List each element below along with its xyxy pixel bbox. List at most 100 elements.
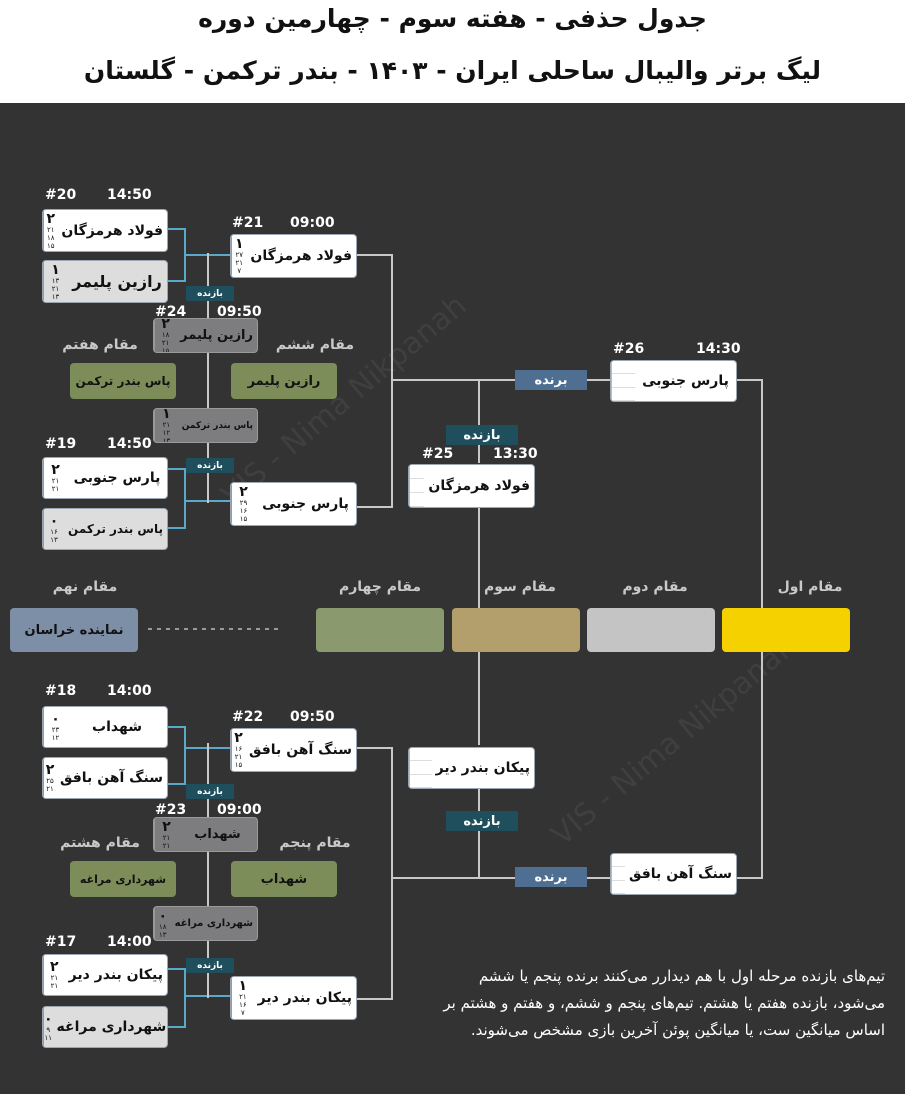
team-box[interactable]: سنگ آهن بافق [610,853,737,895]
sets-won: ۰ [158,907,168,924]
match-time: 14:00 [107,934,152,950]
set-score: ۱۸ [159,922,167,931]
header: جدول حذفی - هفته سوم - چهارمین دوره لیگ … [0,0,905,103]
match-time: 14:30 [696,341,741,357]
place-box-eighth[interactable]: شهرداری مراغه [70,861,176,897]
team-name: شهرداری مراغه [56,1019,167,1035]
match-number: #17 [45,934,77,950]
place-label-second: مقام دوم [622,579,688,595]
place-label-sixth: مقام ششم [275,337,355,353]
sets-won: ۱ [238,978,248,994]
set-score: ۲۷ [235,251,243,259]
match-number: #22 [232,709,264,725]
set-score: ۲۱ [162,841,171,850]
team-box[interactable]: ۲ ۲۵ ۲۱ سنگ آهن بافق [42,757,168,799]
team-box[interactable]: پارس جنوبی [610,360,737,402]
score-cell [409,465,425,507]
team-name: شهداب [194,827,241,842]
team-box[interactable]: ۰ ۱۸ ۱۳ شهرداری مراغه [153,906,258,941]
score-cell: ۲ ۲۵ ۲۱ [43,758,56,798]
team-box[interactable]: ۰ ۱۶ ۱۳ پاس بندر ترکمن [42,508,168,550]
place-label-first: مقام اول [777,579,843,595]
header-subtitle: لیگ برتر والیبال ساحلی ایران - ۱۴۰۳ - بن… [83,56,822,85]
match-number: #18 [45,683,77,699]
team-name: شهداب [92,719,142,735]
team-name: سنگ آهن بافق [249,742,352,758]
sets-won: ۰ [49,513,59,529]
set-score: ۲۱ [51,485,60,493]
place-box-third[interactable] [452,608,580,652]
match-number: #21 [232,215,264,231]
set-score: ۱۵ [234,761,243,769]
set-score: ۱۸ [46,233,55,242]
team-name: رازین پلیمر [180,328,253,343]
team-box[interactable]: ۲ ۱۶ ۲۱ ۱۵ سنگ آهن بافق [230,728,357,772]
team-box[interactable]: ۱ ۱۳ ۲۱ ۱۳ رازین پلیمر [42,260,168,303]
sets-won: ۱ [51,261,60,278]
set-score: ۱۵ [161,346,170,353]
set-score: ۱۶ [50,528,58,536]
team-name: شهرداری مراغه [174,918,253,929]
match-number: #25 [422,446,454,462]
sets-won: ۲ [51,462,60,478]
score-cell [409,748,432,788]
match-time: 09:00 [290,215,335,231]
score-cell: ۱ ۲۱ ۱۲ ۱۳ [154,409,178,442]
set-score: ۲۱ [235,259,243,267]
team-box[interactable]: ۲ ۱۸ ۲۱ ۱۵ رازین پلیمر [153,318,258,353]
set-score: ۱۶ [239,1001,247,1009]
team-box[interactable]: ۱ ۲۷ ۲۱ ۷ فولاد هرمزگان [230,234,357,278]
place-box-fifth[interactable]: شهداب [231,861,337,897]
match-time: 14:00 [107,683,152,699]
place-box-sixth[interactable]: رازین پلیمر [231,363,337,399]
set-score: ۲۱ [161,338,170,347]
team-name: پیکان بندر دیر [257,990,352,1006]
place-box-fourth[interactable] [316,608,444,652]
score-cell: ۲ ۱۶ ۲۱ ۱۵ [231,729,245,771]
match-time: 14:50 [107,436,152,452]
set-score: ۲۱ [162,833,171,842]
match-number: #26 [613,341,645,357]
loser-tag: بازنده [186,784,234,799]
team-box[interactable]: ۲ ۲۱ ۲۱ شهداب [153,817,258,852]
place-label-eighth: مقام هشتم [60,835,140,851]
team-name: فولاد هرمزگان [428,478,530,494]
team-box[interactable]: پیکان بندر دیر [408,747,535,789]
winner-tag: برنده [515,370,587,390]
set-score: ۷ [240,1009,245,1017]
sets-won: ۲ [50,959,59,975]
score-cell: ۲ ۲۱ ۲۱ [43,458,67,498]
team-box[interactable]: ۲ ۲۱ ۱۸ ۱۵ فولاد هرمزگان [42,209,168,252]
team-box[interactable]: فولاد هرمزگان [408,464,535,508]
set-score: ۱۲ [162,428,171,437]
place-box-seventh[interactable]: پاس بندر ترکمن [70,363,176,399]
place-label-third: مقام سوم [484,579,556,595]
place-box-second[interactable] [587,608,715,652]
team-name: پارس جنوبی [73,470,161,486]
header-title: جدول حذفی - هفته سوم - چهارمین دوره [198,4,707,33]
team-box[interactable]: ۲ ۲۹ ۱۶ ۱۵ پارس جنوبی [230,482,357,526]
team-name: فولاد هرمزگان [250,248,352,264]
team-box[interactable]: ۲ ۲۱ ۲۱ پارس جنوبی [42,457,168,499]
set-score: ۲۱ [46,785,54,793]
team-box[interactable]: ۱ ۲۱ ۱۶ ۷ پیکان بندر دیر [230,976,357,1020]
set-score: ۲۱ [234,753,243,761]
set-score: ۲۱ [50,982,59,990]
match-number: #19 [45,436,77,452]
score-cell: ۲ ۲۱ ۲۱ [154,818,178,851]
bracket-board: VIS - Nima Nikpanah VIS - Nima Nikpanah [0,103,905,1094]
place-box-first[interactable] [722,608,850,652]
team-box[interactable]: ۰ ۲۳ ۱۲ شهداب [42,706,168,748]
team-box[interactable]: ۰ ۹ ۱۱ شهرداری مراغه [42,1006,168,1048]
score-cell: ۰ ۲۳ ۱۲ [43,707,67,747]
score-cell: ۱ ۲۱ ۱۶ ۷ [231,977,254,1019]
team-box[interactable]: ۲ ۲۱ ۲۱ پیکان بندر دیر [42,954,168,996]
place-label-fourth: مقام چهارم [338,579,422,595]
place-label-seventh: مقام هفتم [62,337,138,353]
loser-tag: بازنده [446,425,518,445]
team-box[interactable]: ۱ ۲۱ ۱۲ ۱۳ پاس بندر ترکمن [153,408,258,443]
place-box-ninth[interactable]: نماینده خراسان [10,608,138,652]
score-cell [611,361,635,401]
match-time: 14:50 [107,187,152,203]
score-cell: ۰ ۱۶ ۱۳ [43,509,64,549]
